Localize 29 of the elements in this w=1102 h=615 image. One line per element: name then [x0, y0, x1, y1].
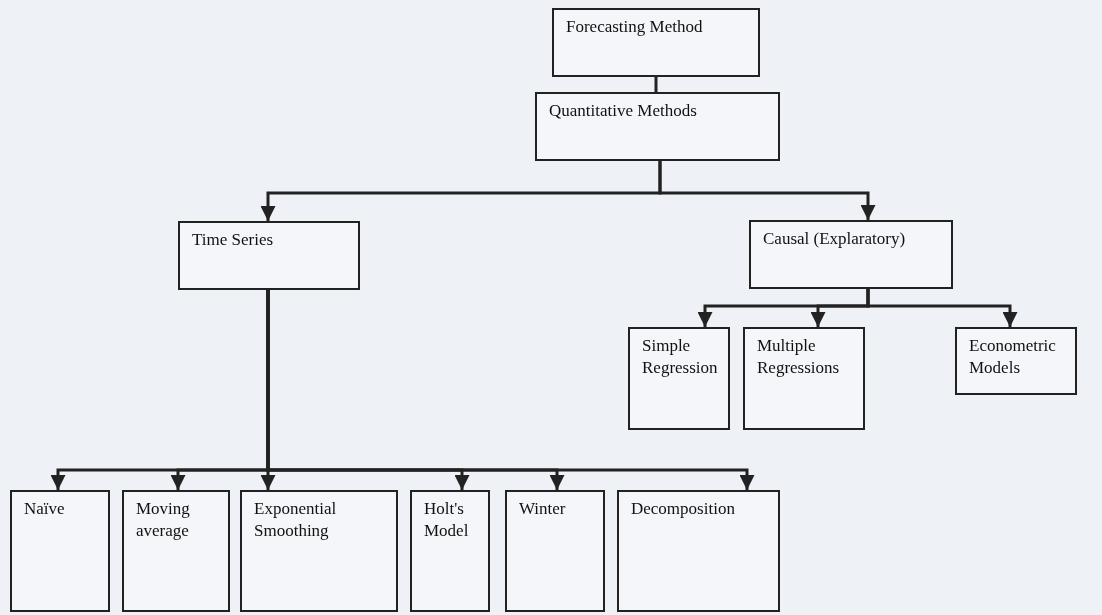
method-box: [749, 220, 953, 289]
method-label: Moving average: [136, 498, 191, 543]
method-box: [410, 490, 490, 612]
method-box: [552, 8, 760, 77]
connector-line: [654, 77, 658, 92]
method-box: [617, 490, 780, 612]
method-box: [240, 490, 398, 612]
method-label: Naïve: [24, 498, 66, 520]
method-label: Exponential Smoothing: [254, 498, 338, 543]
method-label: Quantitative Methods: [549, 100, 698, 122]
method-label: Econometric Models: [969, 335, 1057, 380]
method-box: [955, 327, 1077, 395]
method-label: Holt's Model: [424, 498, 470, 543]
arrow: [658, 161, 876, 220]
method-box: [178, 221, 360, 290]
method-box: [122, 490, 230, 612]
method-label: Winter: [519, 498, 567, 520]
method-box: [535, 92, 780, 161]
method-label: Multiple Regressions: [757, 335, 841, 380]
method-label: Forecasting Method: [566, 16, 704, 38]
arrow: [866, 289, 1018, 327]
method-box: [628, 327, 730, 430]
method-label: Time Series: [192, 229, 275, 251]
method-label: Simple Regression: [642, 335, 716, 380]
method-label: Decomposition: [631, 498, 736, 520]
method-label: Causal (Explaratory): [763, 228, 907, 250]
method-box: [10, 490, 110, 612]
method-box: [505, 490, 605, 612]
method-box: [743, 327, 865, 430]
